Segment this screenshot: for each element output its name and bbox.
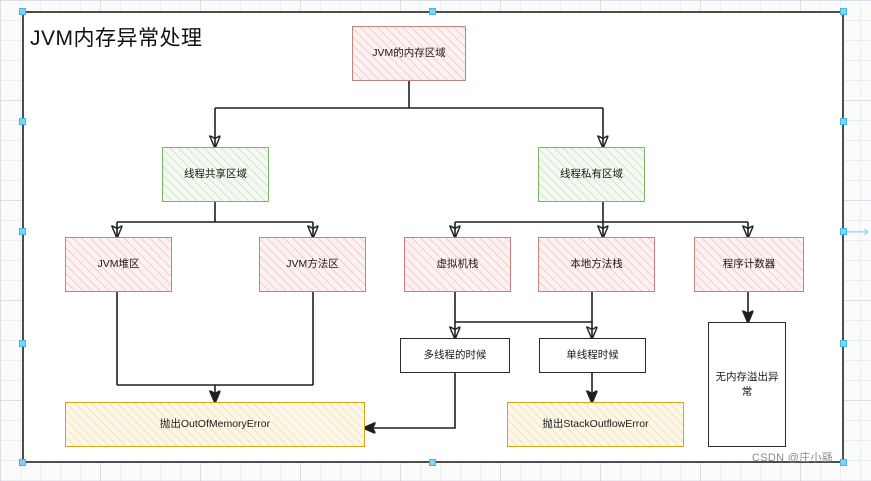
selection-handle-left-middle[interactable] xyxy=(19,228,26,235)
selection-handle-top-center[interactable] xyxy=(429,8,436,15)
selection-handle-right-lower[interactable] xyxy=(840,340,847,347)
node-single-thread[interactable]: 单线程时候 xyxy=(539,338,646,373)
node-root[interactable]: JVM的内存区域 xyxy=(352,26,466,81)
selection-handle-left-lower[interactable] xyxy=(19,340,26,347)
node-jvm-method[interactable]: JVM方法区 xyxy=(259,237,366,292)
selection-handle-right-upper[interactable] xyxy=(840,118,847,125)
node-throw-oom[interactable]: 抛出OutOfMemoryError xyxy=(65,402,365,447)
directional-arrow-handle-right[interactable]: ⟶ xyxy=(846,224,869,241)
selection-handle-bottom-center[interactable] xyxy=(429,459,436,466)
node-pc-register[interactable]: 程序计数器 xyxy=(694,237,804,292)
node-multi-thread[interactable]: 多线程的时候 xyxy=(400,338,510,373)
selection-handle-top-left[interactable] xyxy=(19,8,26,15)
node-throw-sof[interactable]: 抛出StackOutflowError xyxy=(507,402,684,447)
page-title: JVM内存异常处理 xyxy=(30,27,203,50)
edge-multithread-to-oom xyxy=(364,373,456,428)
watermark-text: CSDN @庄小繇 xyxy=(752,452,834,464)
node-vm-stack[interactable]: 虚拟机栈 xyxy=(404,237,511,292)
node-jvm-heap[interactable]: JVM堆区 xyxy=(65,237,172,292)
node-native-stack[interactable]: 本地方法栈 xyxy=(538,237,655,292)
selection-handle-bottom-right[interactable] xyxy=(840,459,847,466)
selection-handle-right-middle[interactable] xyxy=(840,228,847,235)
selection-handle-left-upper[interactable] xyxy=(19,118,26,125)
node-private-area[interactable]: 线程私有区域 xyxy=(538,147,645,202)
node-no-oom[interactable]: 无内存溢出异常 xyxy=(708,322,786,447)
selection-handle-top-right[interactable] xyxy=(840,8,847,15)
selection-handle-bottom-left[interactable] xyxy=(19,459,26,466)
node-shared-area[interactable]: 线程共享区域 xyxy=(162,147,269,202)
